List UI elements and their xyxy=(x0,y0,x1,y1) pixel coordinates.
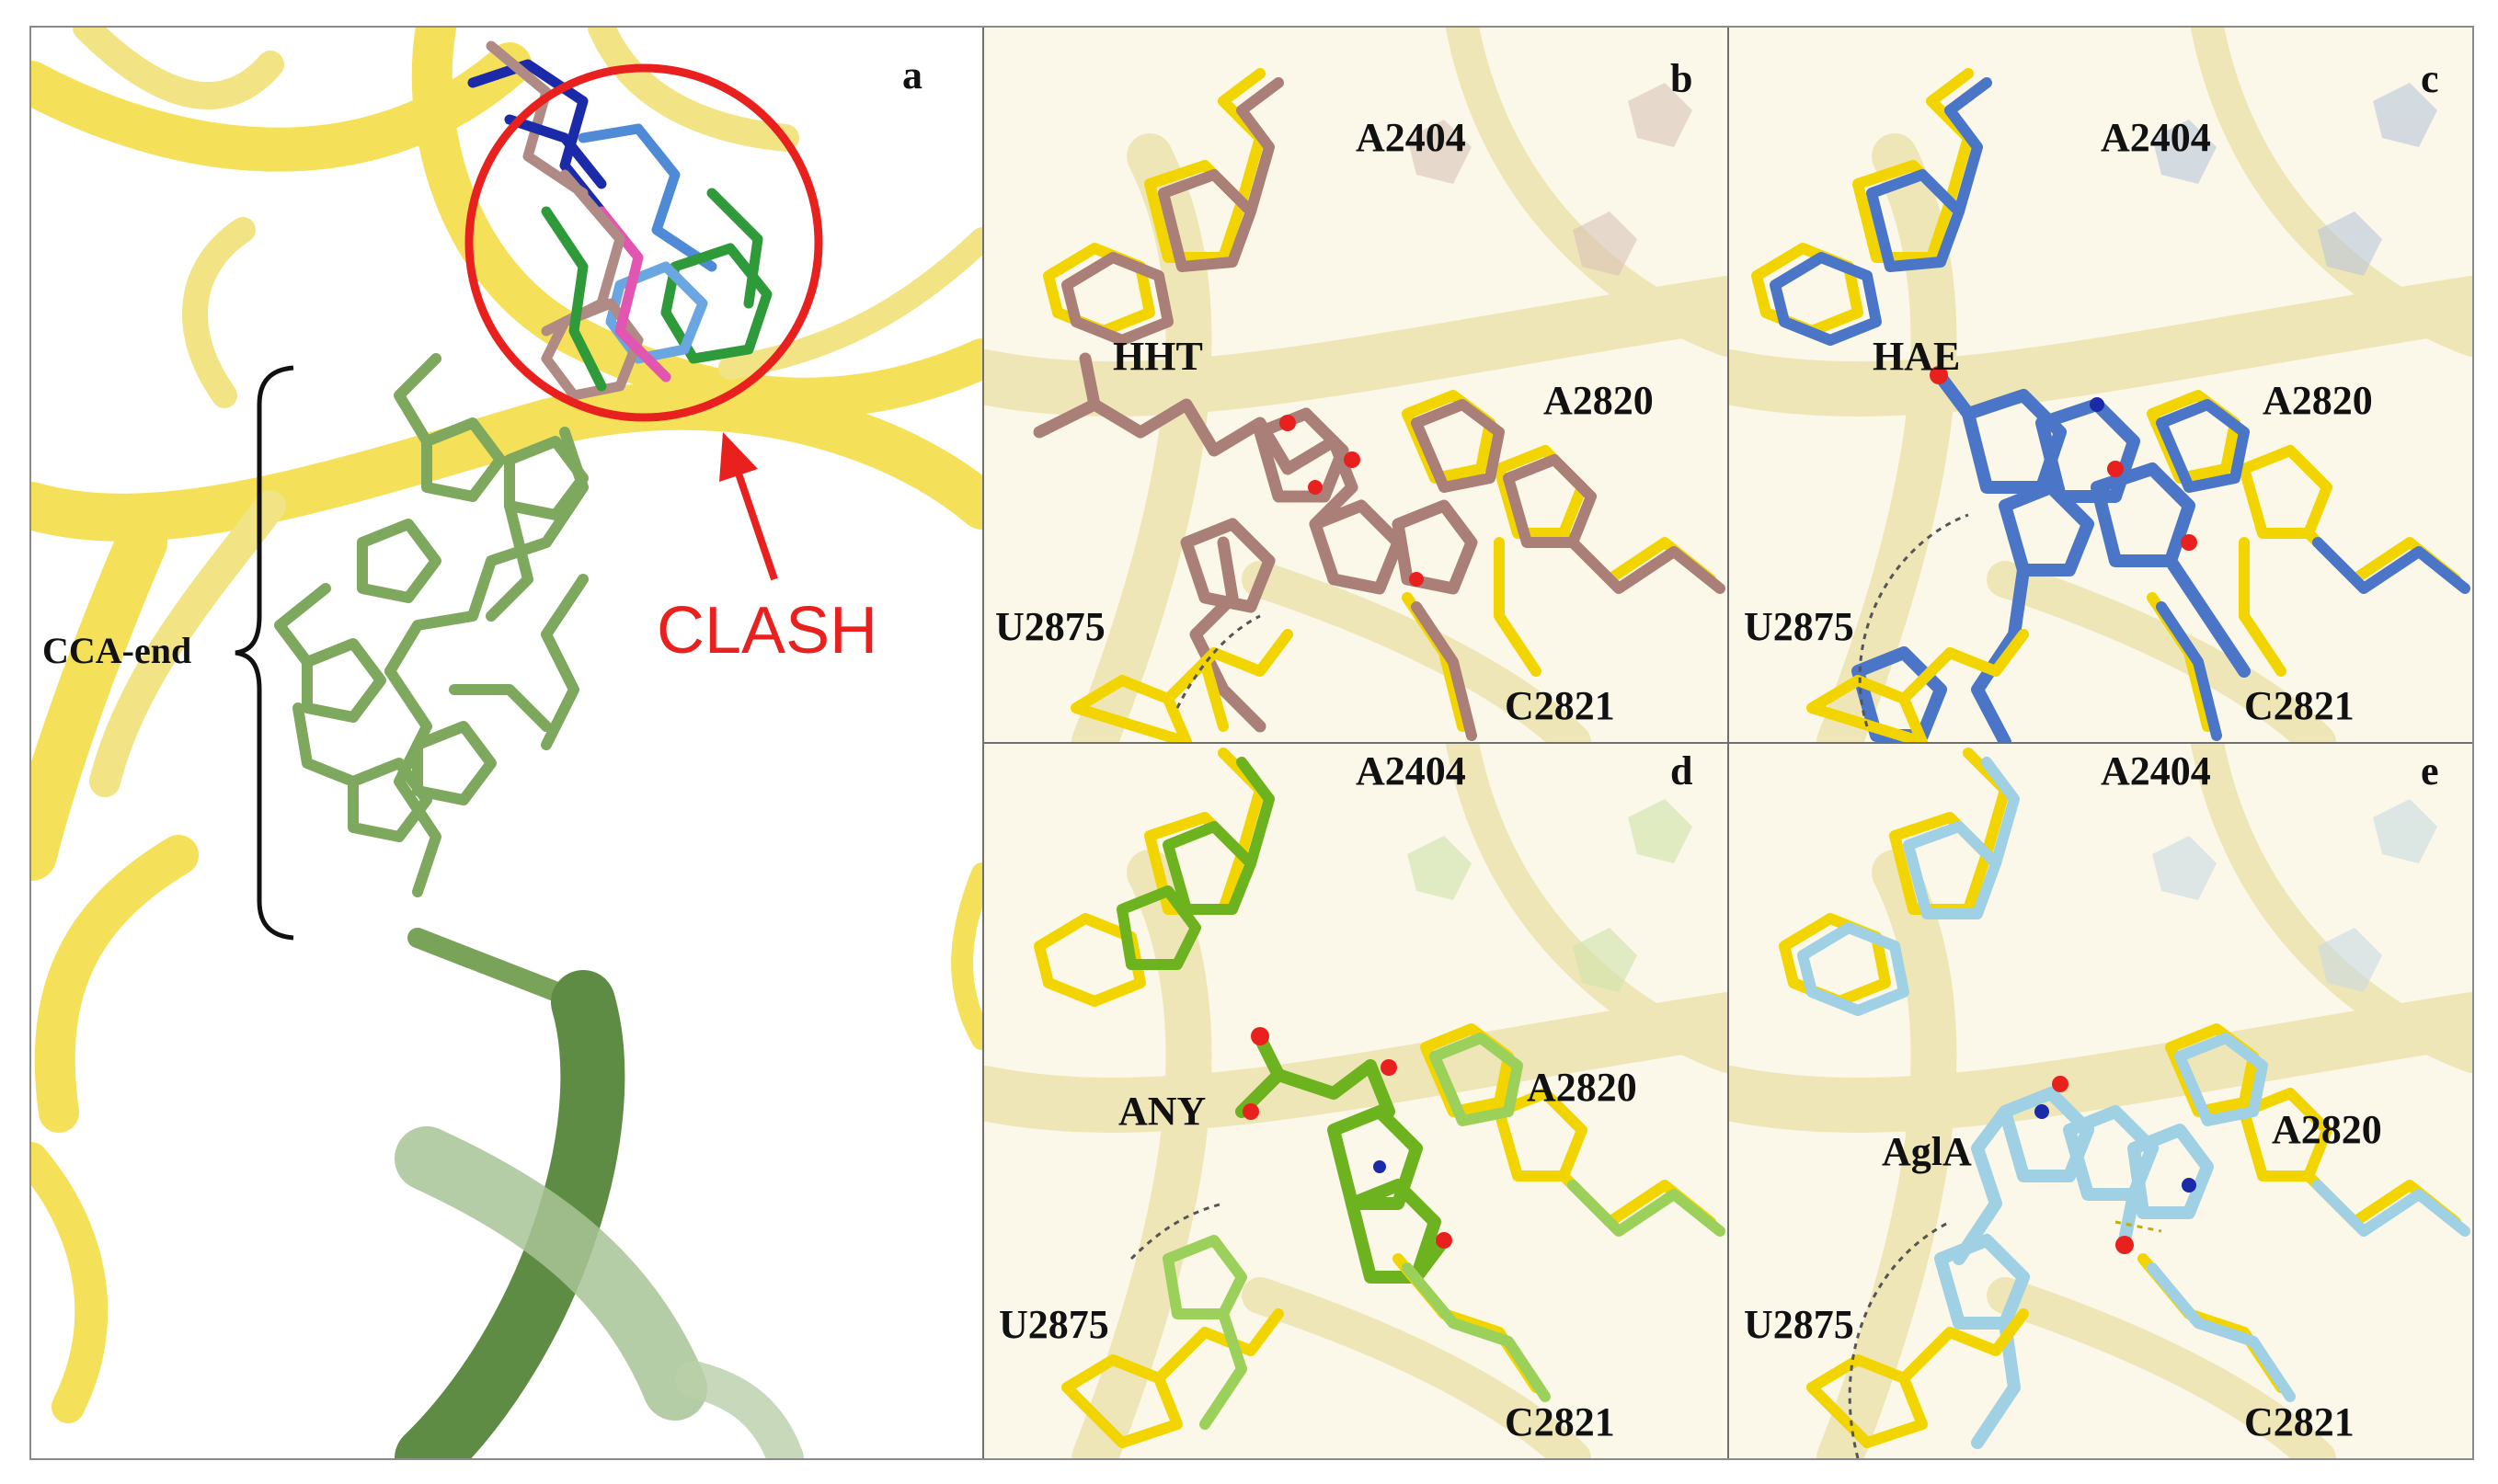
u2875-residue xyxy=(1071,629,1293,742)
panel-c-h-bond xyxy=(1858,513,1969,727)
cca-end-label: CCA-end xyxy=(42,630,192,671)
panel-e-a2404 xyxy=(1779,748,2020,1016)
panel-c-a2404 xyxy=(1751,68,1992,346)
superposed-ligands xyxy=(467,40,773,401)
panel-b-ligand-label: HHT xyxy=(1113,334,1203,379)
panel-e-background xyxy=(1729,744,2472,1458)
panel-d-res-u2875: U2875 xyxy=(999,1302,1109,1347)
panel-e-faded-bases xyxy=(2152,799,2437,992)
panel-c-u2875 xyxy=(1806,629,2029,742)
a2404-residue xyxy=(1043,68,1284,346)
trna-ribbon xyxy=(395,928,804,1458)
hht-oxygens xyxy=(1279,415,1424,587)
panel-b-res-a2820: A2820 xyxy=(1543,378,1654,423)
clash-label: CLASH xyxy=(657,594,878,668)
clash-arrow xyxy=(719,432,778,581)
panel-e-u2875 xyxy=(1806,1308,2029,1448)
panel-c-letter: c xyxy=(2421,56,2439,101)
any-oxygens xyxy=(1243,1027,1452,1249)
hae-ligand xyxy=(1851,371,2251,742)
panel-c-background xyxy=(1729,28,2472,742)
any-ligand xyxy=(1235,1032,1450,1284)
h-bond xyxy=(1175,614,1261,709)
panel-d-res-a2820: A2820 xyxy=(1527,1065,1637,1110)
panel-c: c A2404 HAE A2820 U2875 C2821 xyxy=(1729,28,2472,742)
panel-e-res-a2404: A2404 xyxy=(2101,748,2211,793)
panel-e-res-u2875: U2875 xyxy=(1744,1302,1854,1347)
cca-end-nucleotides xyxy=(274,353,589,897)
panel-e-res-c2821: C2821 xyxy=(2244,1399,2355,1444)
panel-c-faded-bases xyxy=(2152,83,2437,276)
panel-d-structure xyxy=(984,744,1727,1458)
divider-horizontal xyxy=(984,742,2472,744)
panel-e-ligand-label: AglA xyxy=(1882,1129,1972,1174)
panel-b-res-c2821: C2821 xyxy=(1505,683,1615,728)
panel-c-structure xyxy=(1729,28,2472,742)
panel-d-background xyxy=(984,744,1727,1458)
panel-c-ligand-label: HAE xyxy=(1873,334,1961,379)
panel-d-h-bond xyxy=(1129,1202,1224,1261)
panel-e-internal-bond xyxy=(2114,1220,2162,1233)
panel-d-letter: d xyxy=(1670,748,1693,793)
hht-ligand xyxy=(1033,352,1478,733)
panel-e: e A2404 AglA A2820 U2875 C2821 xyxy=(1729,744,2472,1458)
panel-d-u2875 xyxy=(1061,1235,1284,1448)
figure: a CCA-end CLASH xyxy=(29,26,2474,1460)
panel-c-res-u2875: U2875 xyxy=(1744,604,1854,649)
hae-nitrogen xyxy=(2090,397,2104,412)
panel-d-ligand-label: ANY xyxy=(1118,1089,1207,1134)
panel-b-res-u2875: U2875 xyxy=(995,604,1106,649)
clash-circle xyxy=(464,63,823,422)
panel-d-a2404 xyxy=(1034,748,1275,1007)
panel-a-structure xyxy=(31,28,982,1458)
panel-e-letter: e xyxy=(2421,748,2439,793)
panel-b-letter: b xyxy=(1670,56,1693,101)
agla-oxygens xyxy=(2052,1076,2134,1254)
panel-c-a2820 xyxy=(2147,390,2470,741)
panel-e-structure xyxy=(1729,744,2472,1458)
panel-a-letter: a xyxy=(902,52,922,97)
divider-vertical-left xyxy=(982,28,984,1458)
agla-nitrogens xyxy=(2034,1104,2196,1193)
panel-a: a CCA-end CLASH xyxy=(31,28,982,1458)
agla-ligand xyxy=(1934,1087,2214,1449)
panel-e-h-bond xyxy=(1848,1220,1951,1458)
panel-d-faded-bases xyxy=(1407,799,1692,992)
panel-c-res-a2404: A2404 xyxy=(2101,115,2211,160)
panel-b: b A2404 HHT A2820 U2875 C2821 xyxy=(984,28,1727,742)
panel-d: d A2404 ANY A2820 U2875 C2821 xyxy=(984,744,1727,1458)
any-nitrogen xyxy=(1373,1160,1386,1173)
panel-b-faded-bases xyxy=(1407,83,1692,276)
hae-oxygens xyxy=(1930,366,2197,551)
panel-b-structure xyxy=(984,28,1727,742)
panel-d-res-a2404: A2404 xyxy=(1356,748,1466,793)
panel-c-res-a2820: A2820 xyxy=(2263,378,2373,423)
panel-e-res-a2820: A2820 xyxy=(2272,1107,2382,1152)
cca-brace xyxy=(235,365,294,941)
panel-d-res-c2821: C2821 xyxy=(1505,1399,1615,1444)
a2820-residue xyxy=(1402,390,1725,741)
panel-d-a2820 xyxy=(1392,1023,1725,1402)
panel-b-res-a2404: A2404 xyxy=(1356,115,1466,160)
panel-c-res-c2821: C2821 xyxy=(2244,683,2355,728)
panel-e-a2820 xyxy=(2137,1023,2470,1402)
